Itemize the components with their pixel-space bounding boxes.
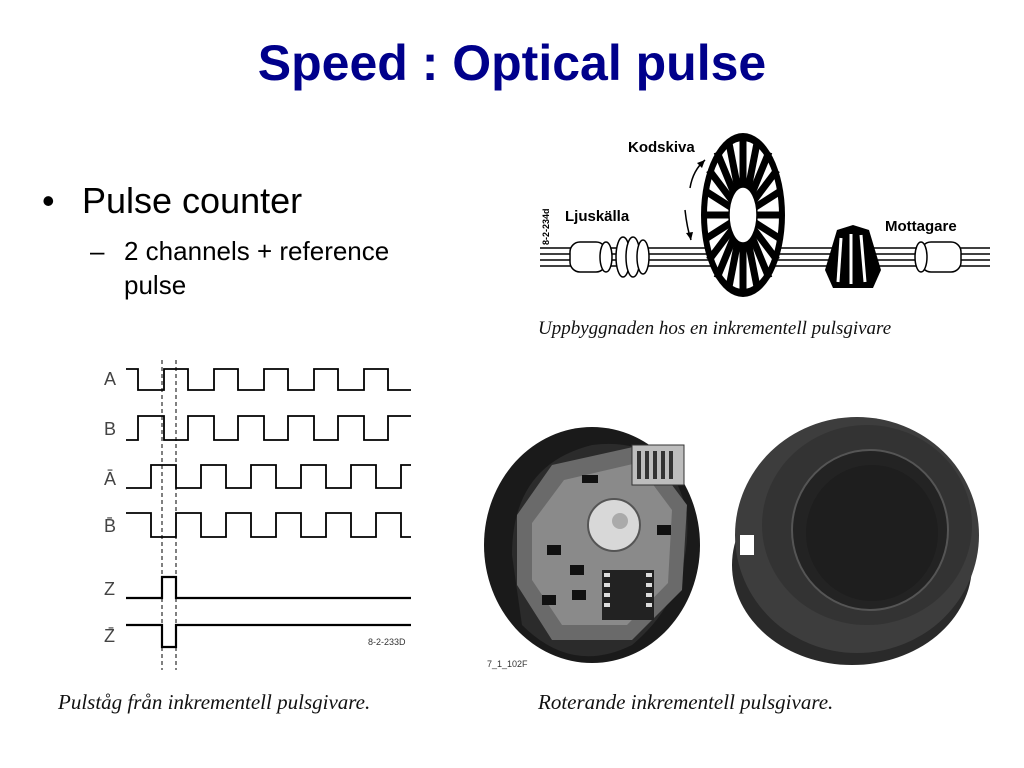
bullet-text: Pulse counter	[82, 180, 303, 221]
bullet-dot-icon: •	[42, 180, 55, 221]
sub-bullet-text: 2 channels + reference pulse	[124, 236, 390, 300]
pulse-ref-code: 8-2-233D	[368, 637, 406, 647]
waveform-z-bar	[126, 623, 411, 649]
open-encoder-icon	[484, 427, 700, 663]
photo-code: 7_1_102F	[487, 659, 528, 669]
channel-label: A	[104, 369, 116, 389]
sub-bullet-item: – 2 channels + reference pulse	[90, 234, 462, 302]
code-disc-icon	[701, 133, 785, 297]
label-disc: Kodskiva	[628, 139, 695, 156]
waveform-b	[126, 415, 411, 441]
bullet-item: • Pulse counter	[42, 180, 462, 222]
channel-label: Z̄	[104, 626, 115, 646]
encoder-ref-code: 8-2-234d	[541, 208, 551, 245]
mask-icon	[825, 225, 881, 288]
waveform-b-bar	[126, 512, 411, 538]
channel-label: Z	[104, 579, 115, 599]
channel-label: B̄	[104, 516, 116, 536]
channel-label: Ā	[104, 469, 116, 489]
bullet-list: • Pulse counter – 2 channels + reference…	[42, 180, 462, 302]
waveform-a-bar	[126, 464, 411, 489]
slide-title: Speed : Optical pulse	[257, 35, 767, 91]
label-source: Ljuskälla	[565, 208, 630, 225]
encoder-photo: 7_1_102F	[484, 417, 979, 669]
encoder-caption: Uppbyggnaden hos en inkrementell pulsgiv…	[538, 318, 892, 339]
pulse-caption: Pulståg från inkrementell pulsgivare.	[58, 690, 371, 714]
photo-caption: Roterande inkrementell pulsgivare.	[538, 690, 834, 714]
closed-encoder-icon	[732, 417, 979, 665]
dash-icon: –	[90, 236, 105, 266]
encoder-diagram: Kodskiva Ljuskälla Mottagare 8-2-234d	[540, 133, 990, 297]
channel-label: B	[104, 419, 116, 439]
waveform-a	[126, 368, 411, 391]
label-receiver: Mottagare	[885, 218, 957, 235]
pulse-diagram: A B Ā B̄ Z Z̄ 8-2-233D	[104, 360, 411, 670]
waveform-z	[126, 575, 411, 600]
